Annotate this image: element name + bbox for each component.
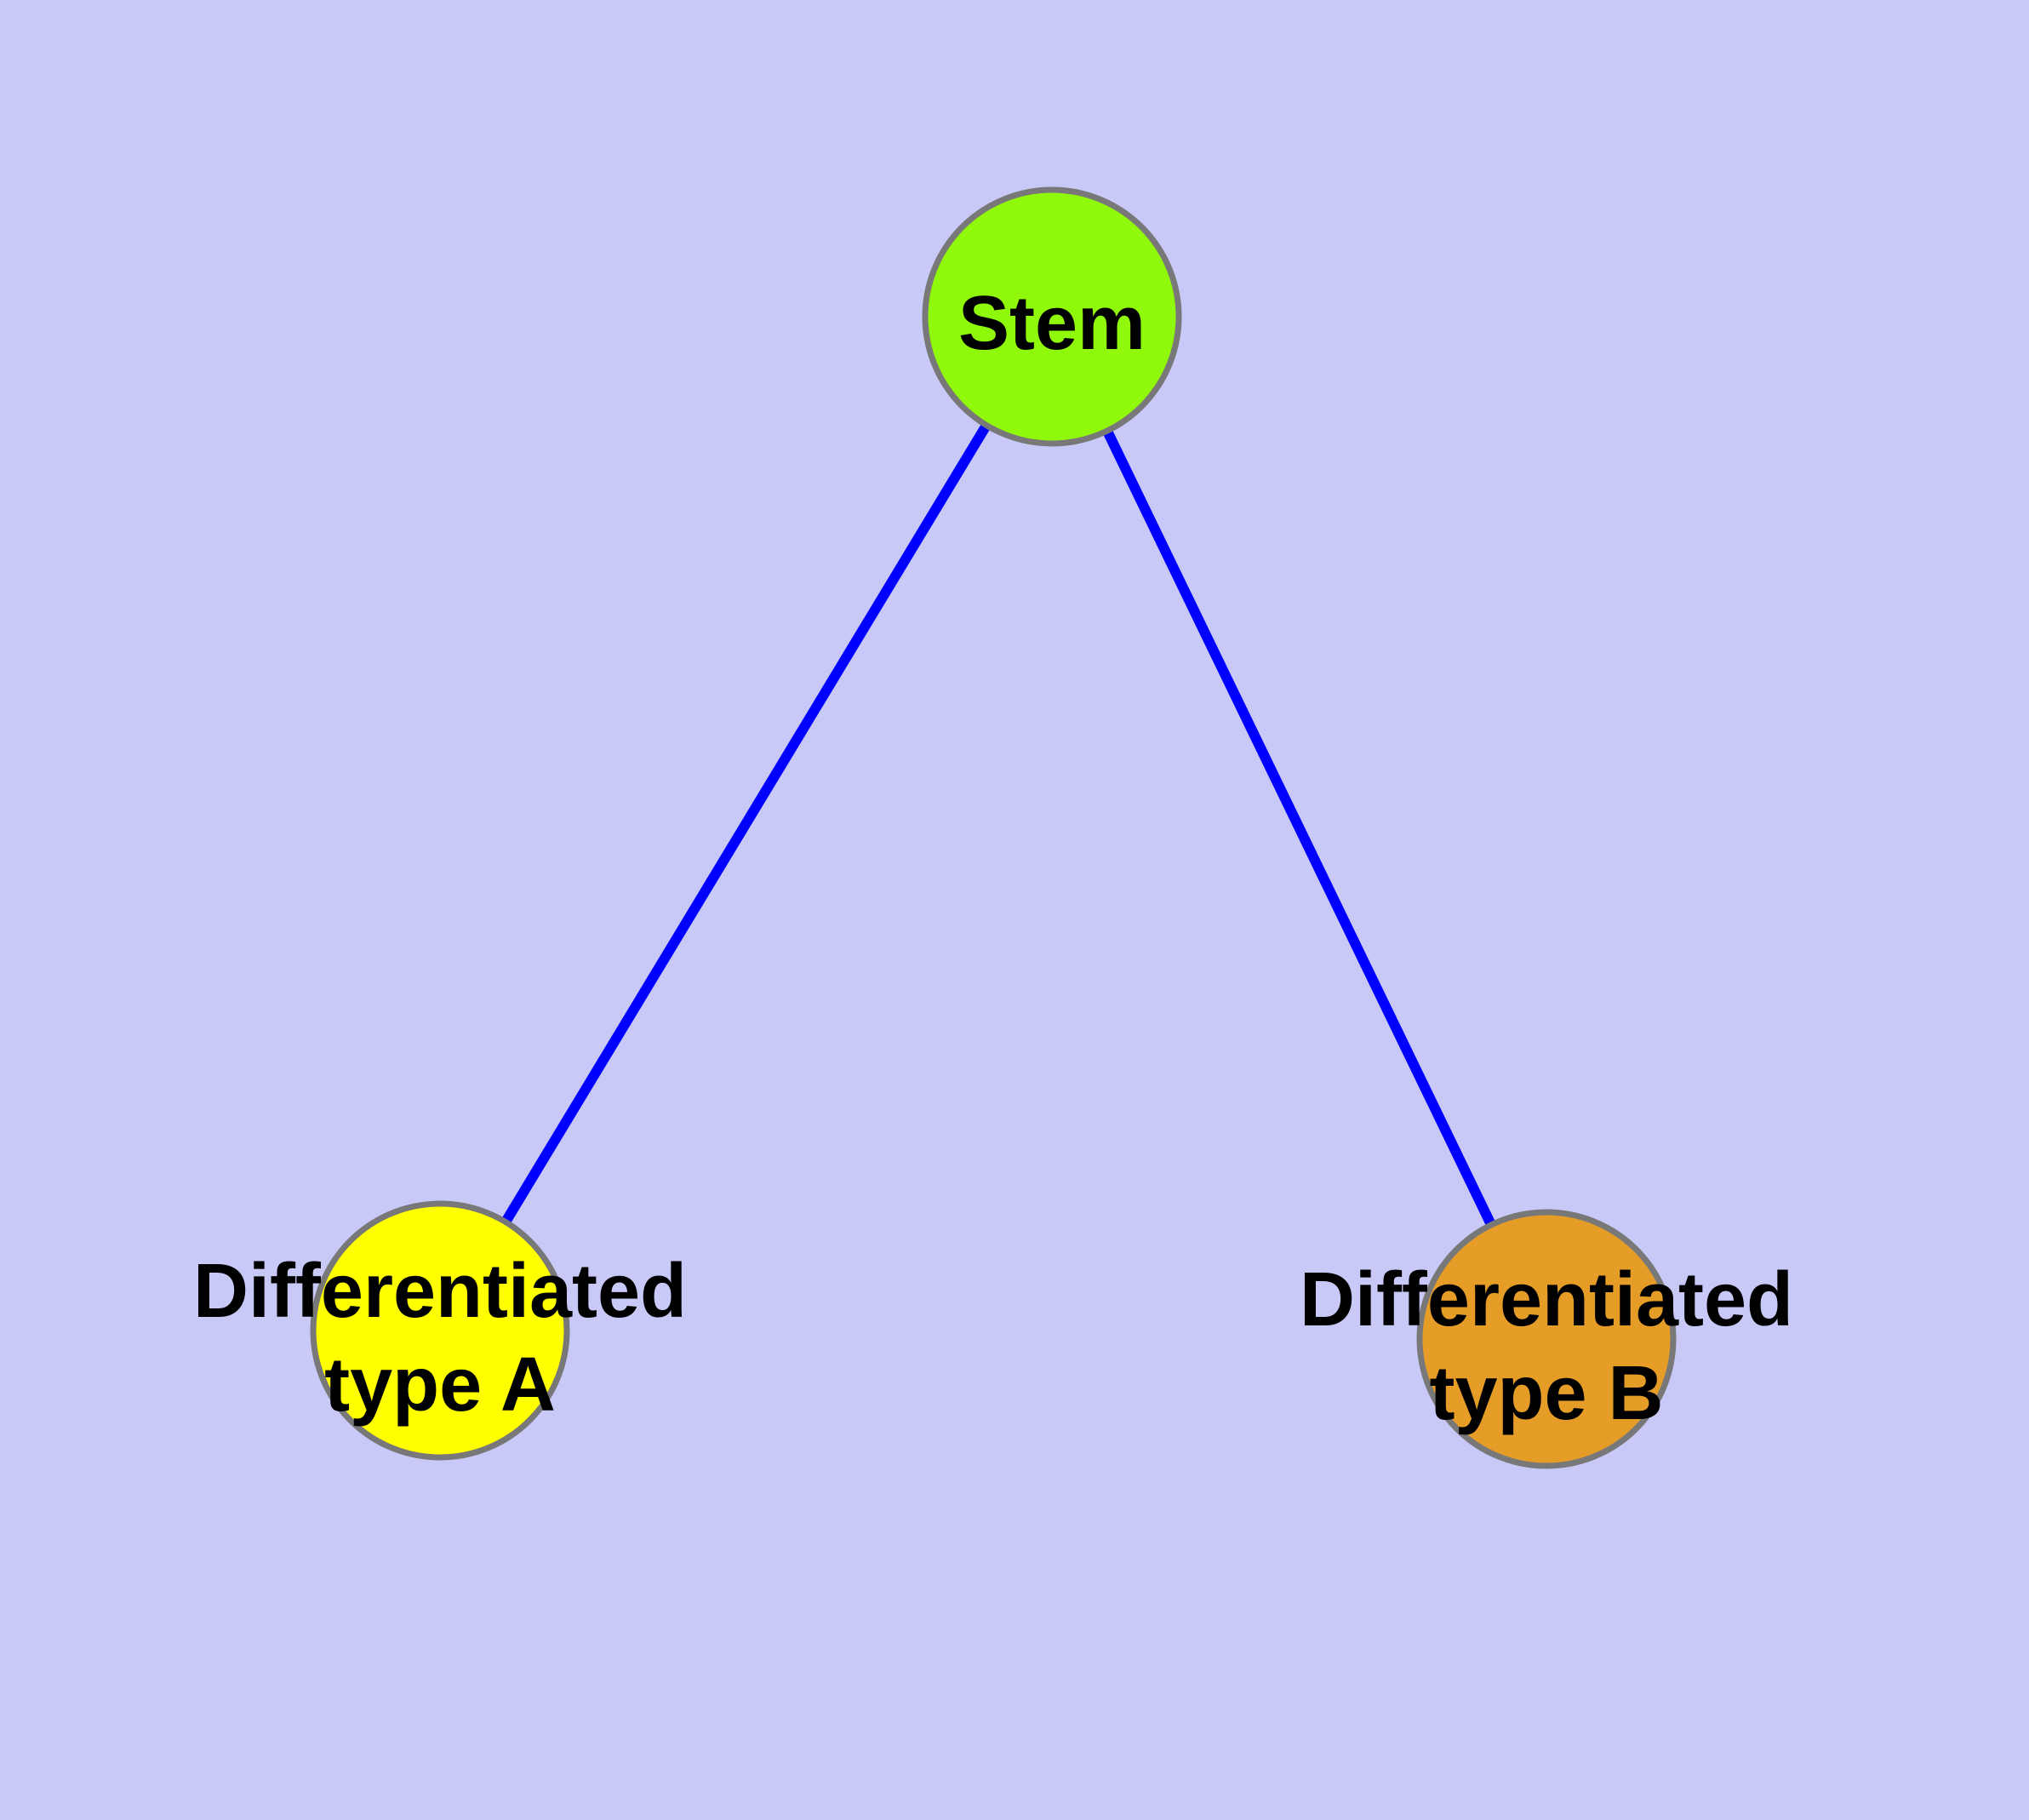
type-b-node-label-line1: Differentiated [1300,1257,1793,1342]
node-stem[interactable]: Stem [922,186,1182,447]
type-a-node-label-line1: Differentiated [193,1249,687,1334]
type-b-node-circle[interactable] [1416,1209,1677,1469]
type-a-node-label-line2: type A [324,1342,556,1428]
edge-stem-to-type-a [435,313,1057,1334]
stem-node-label: Stem [958,281,1146,366]
type-a-node-circle[interactable] [310,1200,570,1461]
stem-node-circle[interactable] [922,186,1182,447]
node-differentiated-type-a[interactable]: Differentiated type A [193,1200,687,1461]
type-b-node-label-line2: type B [1429,1351,1663,1436]
edge-stem-to-type-b [1047,314,1552,1342]
node-differentiated-type-b[interactable]: Differentiated type B [1300,1209,1793,1469]
